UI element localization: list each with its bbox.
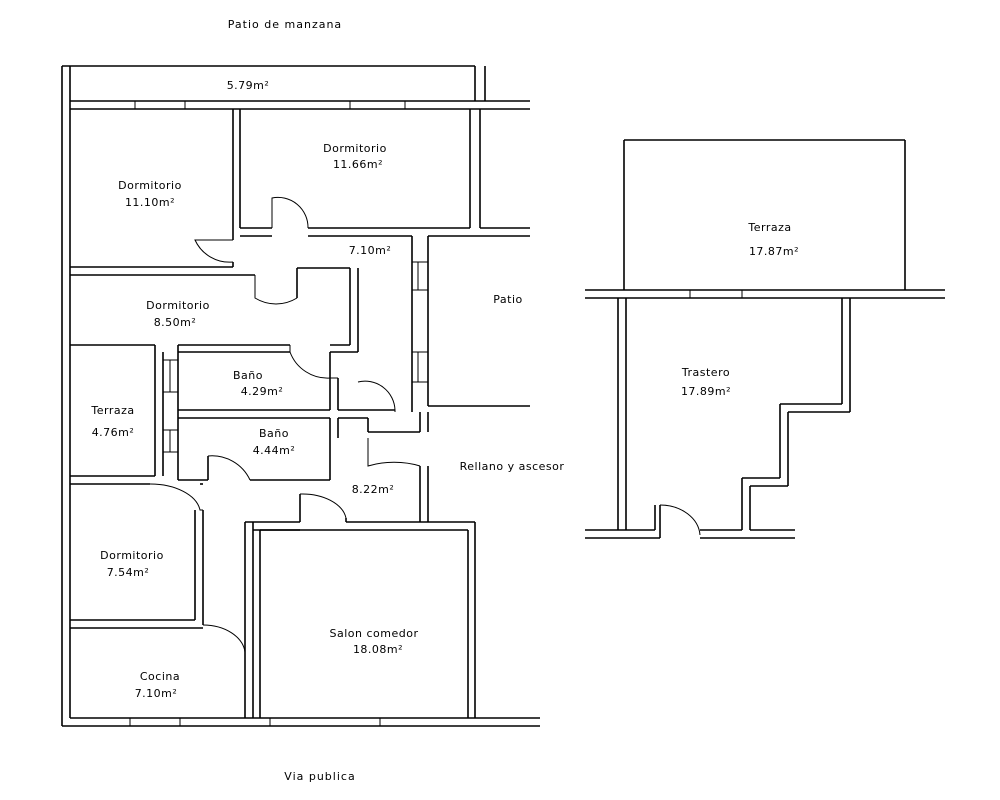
room-name: Trastero (681, 366, 730, 379)
door-swings (149, 196, 421, 653)
room-area: 17.89m² (681, 385, 731, 398)
room-name: Salon comedor (330, 627, 419, 640)
room-name: Dormitorio (100, 549, 164, 562)
room-area: 4.44m² (253, 444, 296, 457)
room-name: Terraza (90, 404, 134, 417)
room-area: 18.08m² (353, 643, 403, 656)
room-labels: 5.79m² Dormitorio 11.10m² Dormitorio 11.… (90, 79, 418, 700)
label-bottom: Via publica (284, 770, 355, 783)
room-name: Dormitorio (146, 299, 210, 312)
room-area: 11.10m² (125, 196, 175, 209)
label-top: Patio de manzana (228, 18, 342, 31)
room-name: Dormitorio (323, 142, 387, 155)
room-area: 5.79m² (227, 79, 270, 92)
room-area: 4.76m² (92, 426, 135, 439)
room-area: 7.10m² (349, 244, 392, 257)
room-name: Terraza (747, 221, 791, 234)
label-patio: Patio (493, 293, 522, 306)
main-walls (61, 65, 540, 727)
room-name: Dormitorio (118, 179, 182, 192)
room-area: 11.66m² (333, 158, 383, 171)
room-area: 8.22m² (352, 483, 395, 496)
annex-labels: Terraza 17.87m² Trastero 17.89m² (681, 221, 799, 398)
room-name: Baño (259, 427, 289, 440)
annex-walls (585, 139, 945, 539)
room-area: 8.50m² (154, 316, 197, 329)
room-name: Baño (233, 369, 263, 382)
room-area: 17.87m² (749, 245, 799, 258)
label-landing: Rellano y ascesor (460, 460, 565, 473)
room-area: 7.10m² (135, 687, 178, 700)
room-name: Cocina (140, 670, 180, 683)
surrounding-labels: Patio de manzana Via publica Patio Rella… (228, 18, 565, 783)
room-area: 7.54m² (107, 566, 150, 579)
room-area: 4.29m² (241, 385, 284, 398)
